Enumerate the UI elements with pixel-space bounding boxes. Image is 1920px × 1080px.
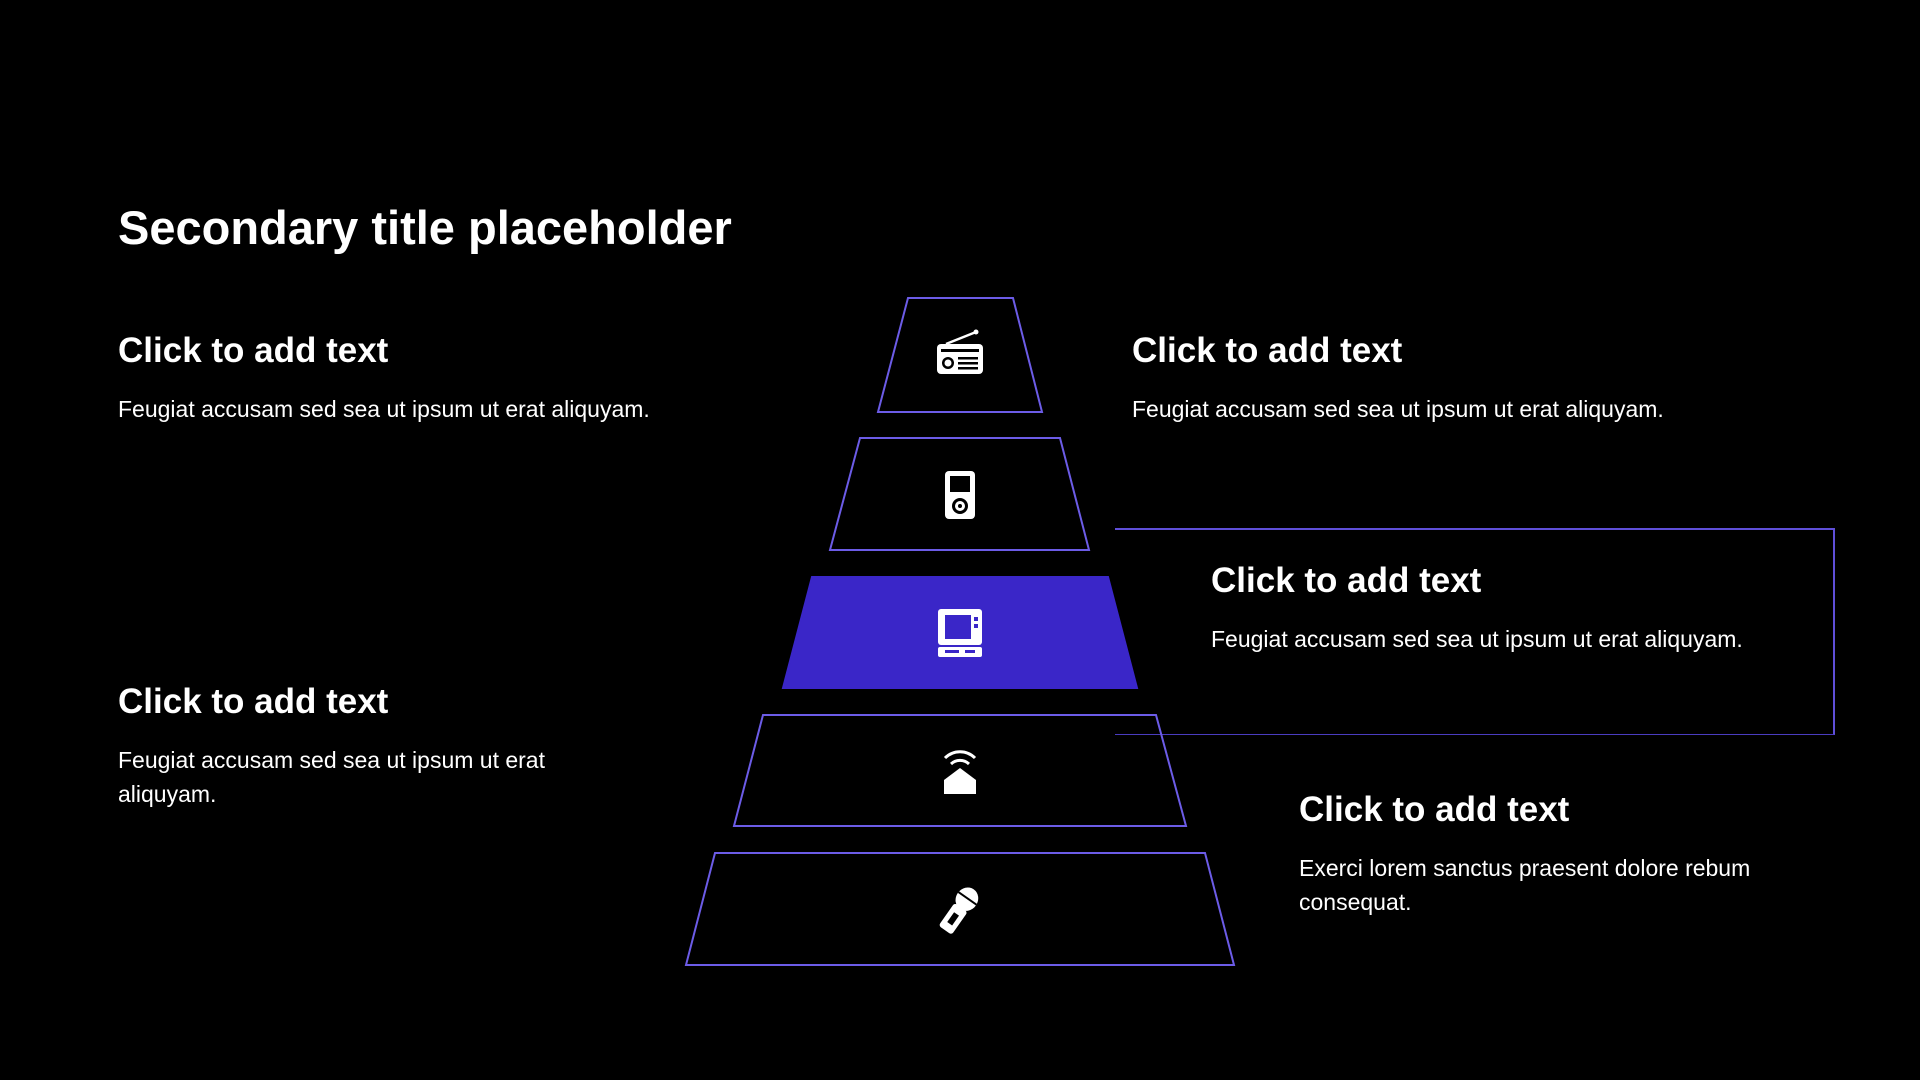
block-body[interactable]: Exerci lorem sanctus praesent dolore reb… <box>1299 855 1751 915</box>
pyramid-tier-4[interactable] <box>732 714 1188 827</box>
slide-title[interactable]: Secondary title placeholder <box>118 201 732 254</box>
text-block-bottom-right[interactable]: Click to add text Exerci lorem sanctus p… <box>1299 789 1819 919</box>
block-heading[interactable]: Click to add text <box>1211 561 1482 600</box>
text-block-bottom-left[interactable]: Click to add text Feugiat accusam sed se… <box>118 681 618 811</box>
block-heading[interactable]: Click to add text <box>118 682 389 721</box>
block-body[interactable]: Feugiat accusam sed sea ut ipsum ut erat… <box>1132 396 1664 422</box>
block-body[interactable]: Feugiat accusam sed sea ut ipsum ut erat… <box>1211 626 1743 652</box>
microphone-icon <box>939 887 979 934</box>
music-player-icon <box>945 471 975 519</box>
text-block-top-right[interactable]: Click to add text Feugiat accusam sed se… <box>1132 330 1812 426</box>
pyramid-tier-2[interactable] <box>828 437 1091 551</box>
computer-icon <box>938 609 982 657</box>
block-heading[interactable]: Click to add text <box>118 331 389 370</box>
radio-icon <box>937 329 983 374</box>
highlight-callout-box <box>1115 528 1835 735</box>
text-block-top-left[interactable]: Click to add text Feugiat accusam sed se… <box>118 330 698 426</box>
block-heading[interactable]: Click to add text <box>1299 790 1570 829</box>
block-body[interactable]: Feugiat accusam sed sea ut ipsum ut erat… <box>118 747 545 807</box>
pyramid-tier-5[interactable] <box>684 852 1236 966</box>
block-body[interactable]: Feugiat accusam sed sea ut ipsum ut erat… <box>118 396 650 422</box>
pyramid-tier-3[interactable] <box>781 576 1139 689</box>
text-block-highlighted[interactable]: Click to add text Feugiat accusam sed se… <box>1211 560 1811 656</box>
pyramid-tier-1[interactable] <box>876 297 1044 413</box>
smart-home-icon <box>943 750 977 794</box>
block-heading[interactable]: Click to add text <box>1132 331 1403 370</box>
